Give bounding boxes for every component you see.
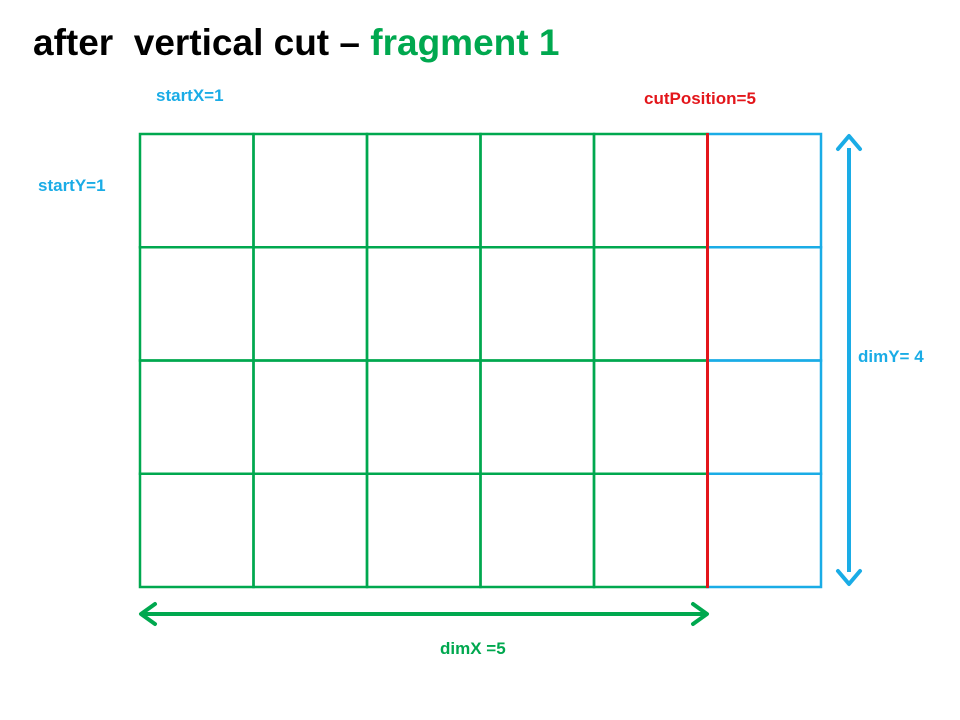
title-prefix: after vertical cut – bbox=[33, 22, 371, 63]
start-y-label: startY=1 bbox=[38, 176, 106, 195]
fragment-cell bbox=[479, 132, 596, 249]
fragment-cell bbox=[252, 132, 369, 249]
remainder-cell bbox=[706, 472, 823, 589]
remainder-cell bbox=[706, 132, 823, 249]
fragment-cell bbox=[365, 359, 482, 475]
dim-y-label: dimY= 4 bbox=[858, 347, 924, 366]
fragment-cell bbox=[138, 246, 255, 362]
cut-position-label: cutPosition=5 bbox=[644, 89, 756, 108]
remainder-cells bbox=[706, 132, 823, 589]
fragment-cell bbox=[479, 246, 596, 362]
dim-y-arrowhead-top bbox=[836, 134, 862, 151]
fragment-cell bbox=[592, 246, 709, 362]
dim-y-arrow bbox=[836, 134, 862, 586]
fragment-cell bbox=[479, 472, 596, 589]
dim-x-label: dimX =5 bbox=[440, 639, 506, 658]
fragment-cell bbox=[365, 132, 482, 249]
remainder-cell bbox=[706, 359, 823, 475]
fragment-cell bbox=[138, 132, 255, 249]
fragment-cell bbox=[365, 246, 482, 362]
dim-y-arrowhead-bottom bbox=[836, 569, 862, 586]
fragment-cell bbox=[592, 359, 709, 475]
fragment-cell bbox=[592, 132, 709, 249]
fragment-cell bbox=[592, 472, 709, 589]
remainder-cell bbox=[706, 246, 823, 362]
fragment-cell bbox=[252, 359, 369, 475]
dim-x-arrowhead-right bbox=[691, 602, 709, 626]
fragment-cell bbox=[252, 472, 369, 589]
start-x-label: startX=1 bbox=[156, 86, 224, 105]
fragment-cell bbox=[138, 359, 255, 475]
fragment-cells bbox=[138, 132, 709, 589]
fragment-cell bbox=[479, 359, 596, 475]
fragment-cell bbox=[252, 246, 369, 362]
slide-title: after vertical cut – fragment 1 bbox=[33, 22, 559, 64]
dim-x-arrow bbox=[139, 602, 709, 626]
dim-x-arrowhead-left bbox=[139, 602, 157, 626]
title-highlight: fragment 1 bbox=[370, 22, 560, 63]
fragment-cell bbox=[138, 472, 255, 589]
fragment-cell bbox=[365, 472, 482, 589]
